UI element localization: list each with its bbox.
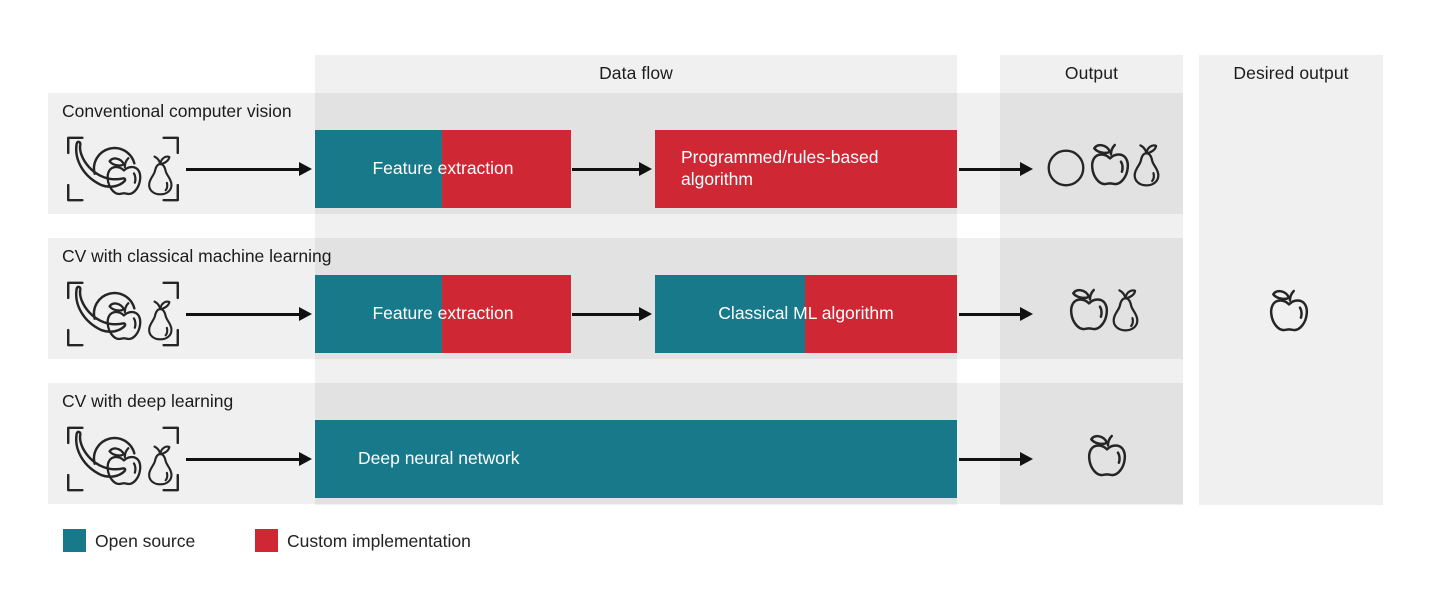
open-source-segment (655, 275, 805, 353)
custom-segment (655, 130, 957, 208)
apple-icon (1086, 431, 1128, 481)
feature-extraction-box: Feature extraction (315, 275, 571, 353)
box-label: Feature extraction (372, 158, 514, 179)
row-label-conventional-cv: Conventional computer vision (62, 101, 292, 121)
orange-icon (1046, 148, 1086, 188)
column-header-data-flow: Data flow (599, 63, 673, 83)
custom-segment (442, 130, 571, 208)
row-band-classical-ml (48, 238, 1183, 359)
open-source-segment (315, 420, 957, 498)
desired-output-column-band (1199, 55, 1383, 505)
programmed-rules-based-box: Programmed/rules-based algorithm (655, 130, 957, 208)
fruits-in-viewfinder-icon (64, 135, 182, 203)
feature-extraction-box: Feature extraction (315, 130, 571, 208)
column-header-desired-output: Desired output (1233, 63, 1349, 83)
output-column-band (1000, 55, 1183, 505)
custom-segment (442, 275, 571, 353)
arrow-feature-to-algorithm (572, 168, 639, 171)
pear-icon (1130, 139, 1163, 190)
legend-label-open-source: Open source (95, 531, 196, 551)
fruits-in-viewfinder-icon (64, 425, 182, 493)
row-label-classical-ml: CV with classical machine learning (62, 246, 332, 266)
apple-icon (1068, 285, 1110, 335)
open-source-segment (315, 275, 442, 353)
arrow-algorithm-to-output (959, 313, 1020, 316)
arrow-input-to-feature-extraction (186, 313, 299, 316)
apple-icon (1089, 140, 1131, 190)
pear-icon (1109, 284, 1142, 335)
fruits-in-viewfinder-icon (64, 280, 182, 348)
legend-swatch-open-source (63, 529, 86, 552)
box-label: Feature extraction (372, 303, 514, 324)
arrow-network-to-output (959, 458, 1020, 461)
classical-ml-algorithm-box: Classical ML algorithm (655, 275, 957, 353)
row-label-deep-learning: CV with deep learning (62, 391, 234, 411)
box-label: Programmed/rules-based algorithm (681, 147, 879, 189)
box-label: Classical ML algorithm (718, 303, 894, 324)
arrow-input-to-network (186, 458, 299, 461)
column-header-output: Output (1064, 63, 1119, 83)
arrow-algorithm-to-output (959, 168, 1020, 171)
legend-swatch-custom-implementation (255, 529, 278, 552)
deep-neural-network-box: Deep neural network (315, 420, 957, 498)
apple-icon (1268, 286, 1310, 336)
arrow-feature-to-algorithm (572, 313, 639, 316)
box-label: Deep neural network (358, 448, 520, 469)
custom-segment (805, 275, 957, 353)
row-band-conventional (48, 93, 1183, 214)
open-source-segment (315, 130, 442, 208)
legend-label-custom-implementation: Custom implementation (287, 531, 471, 551)
arrow-input-to-feature-extraction (186, 168, 299, 171)
